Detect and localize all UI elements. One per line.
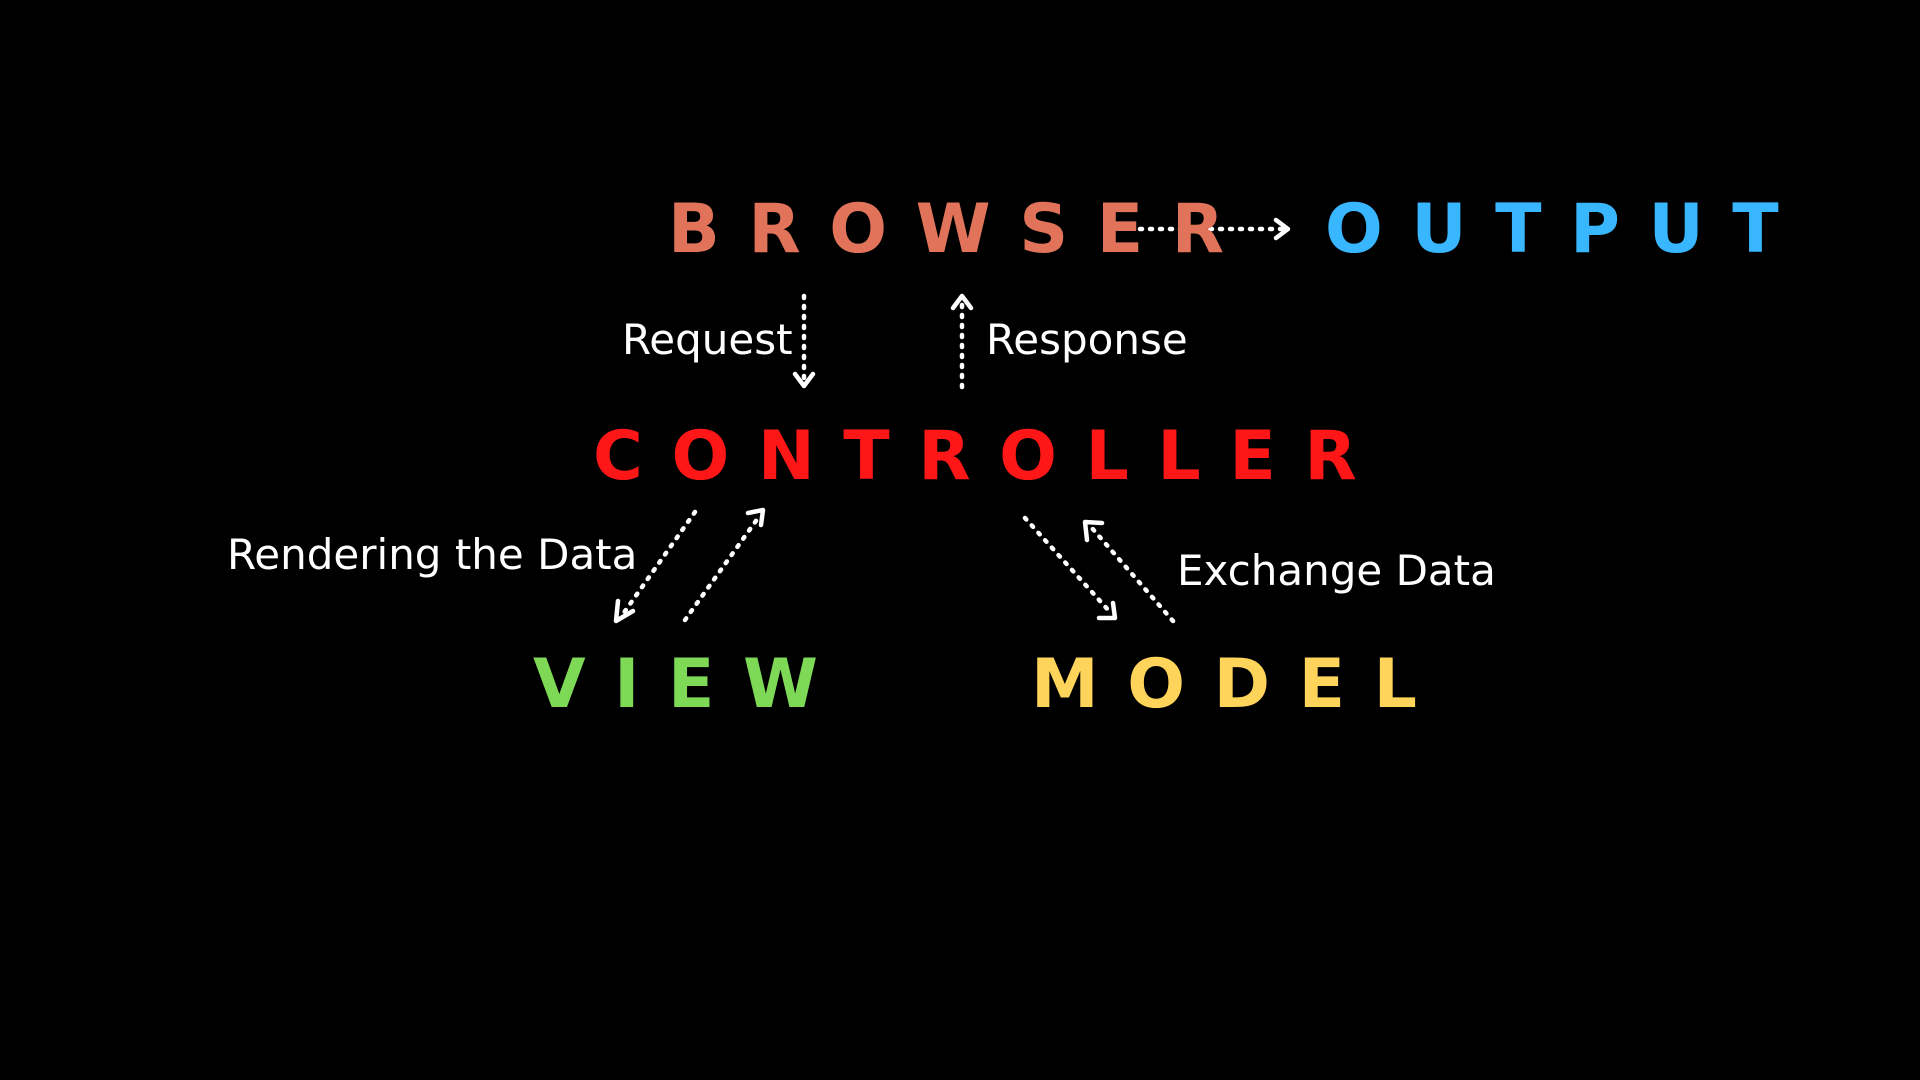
label-exchange-data: Exchange Data [1177, 546, 1496, 595]
arrow-controller-to-view [613, 509, 698, 624]
node-output: OUTPUT [1325, 190, 1808, 269]
arrow-request [792, 293, 816, 389]
arrow-browser-to-output [1137, 217, 1291, 241]
label-rendering-the-data: Rendering the Data [227, 530, 638, 579]
node-view: VIEW [533, 645, 847, 724]
label-response: Response [986, 315, 1188, 364]
node-browser: BROWSER [668, 190, 1253, 269]
label-request: Request [622, 315, 793, 364]
node-model: MODEL [1031, 645, 1446, 724]
node-controller: CONTROLLER [593, 417, 1386, 496]
arrow-controller-to-model [1022, 515, 1118, 621]
arrow-view-to-controller [682, 507, 766, 623]
arrow-model-to-controller [1082, 519, 1176, 624]
arrow-response [950, 293, 974, 390]
